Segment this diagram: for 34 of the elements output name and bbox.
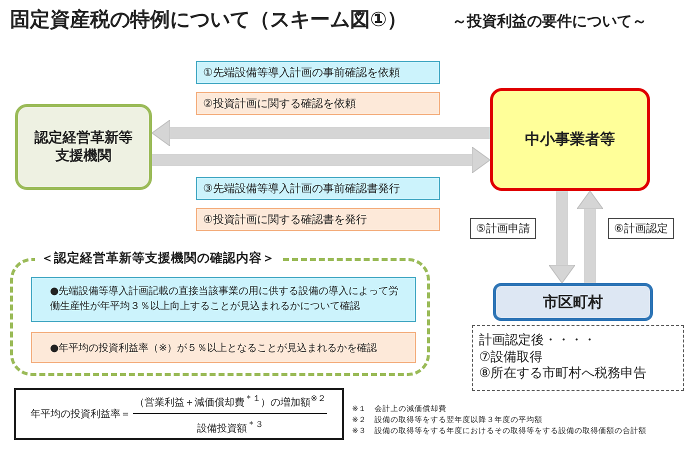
municipality-box: [493, 283, 653, 321]
box-text: ④投資計画に関する確認書を発行: [203, 212, 367, 227]
box-text: 計画認定後・・・・: [479, 332, 596, 350]
block-arrow: [548, 191, 576, 284]
box-text: ⑦設備取得: [479, 350, 543, 366]
formula-label: 年平均の投資利益率＝: [30, 408, 130, 421]
step-box: [196, 61, 440, 84]
box-text: 認定経営革新等支援機関: [33, 129, 134, 165]
edge-label: ⑤計画申請: [470, 218, 536, 239]
box-text: ②投資計画に関する確認を依頼: [203, 96, 356, 111]
group-heading: ＜認定経営革新等支援機関の確認内容＞: [35, 250, 281, 267]
box-text: ③先端設備等導入計画の事前確認書発行: [203, 181, 400, 196]
edge-label: ⑥計画認定: [608, 218, 674, 239]
box-text: ⑧所在する市町村へ税務申告: [479, 366, 647, 384]
formula-box: [14, 388, 344, 440]
subtitle: ～投資利益の要件について～: [452, 12, 647, 31]
box-text: 中小事業者等: [525, 130, 615, 149]
box-text: 市区町村: [543, 292, 603, 312]
note-box: [472, 325, 684, 391]
block-arrow: [576, 190, 604, 283]
box-text: ①先端設備等導入計画の事前確認を依頼: [203, 65, 400, 80]
block-arrow: [152, 146, 490, 174]
block-arrow: [152, 120, 490, 146]
box-text: ●先端設備等導入計画記載の直接当該事業の用に供する設備の導入によって労働生産性が年平均３％以上向上することが見込まれるかについて確認: [50, 285, 400, 314]
step-box: [196, 177, 440, 200]
fraction: （営業利益＋減価償却費$^{＊１}$）の増加額$^{※２}$ 設備投資額$^{＊３}$: [132, 393, 328, 435]
organization-box: [15, 104, 152, 190]
box-text: ●年平均の投資利益率（※）が５％以上となることが見込まれるかを確認: [50, 342, 378, 354]
title: 固定資産税の特例について（スキーム図①）: [10, 6, 407, 33]
step-box: [196, 92, 440, 115]
business-box: [490, 88, 650, 191]
check-box: [31, 277, 416, 322]
check-box: [31, 332, 416, 363]
step-box: [196, 208, 440, 231]
